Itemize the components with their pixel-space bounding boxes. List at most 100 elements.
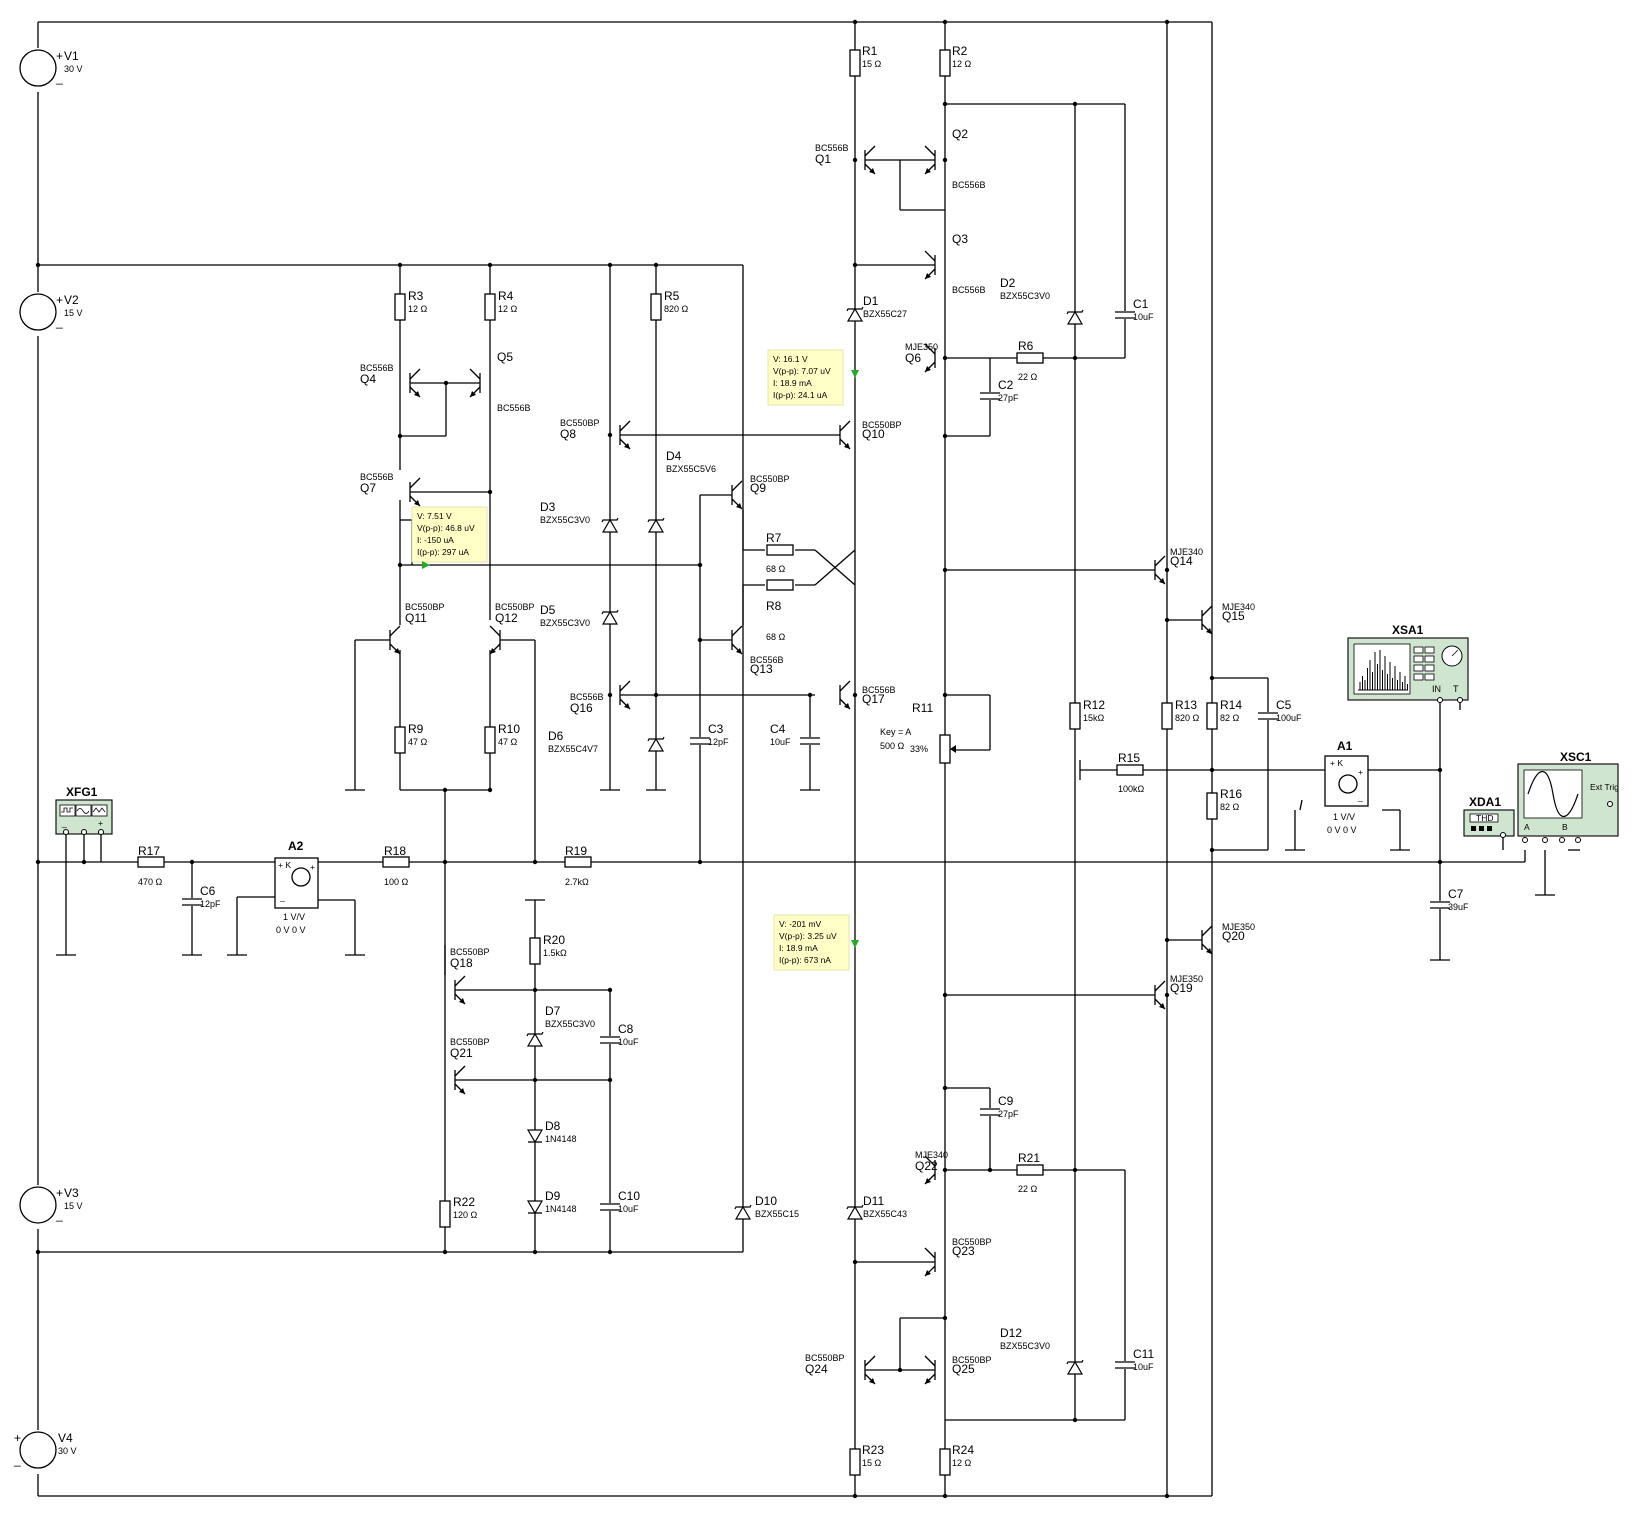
function-generator-xfg1[interactable]: XFG1 _ + bbox=[55, 785, 113, 835]
q14-value: MJE340 bbox=[1170, 547, 1203, 557]
amplifier-a1[interactable]: + K + _ A1 1 V/V 0 V 0 V bbox=[1324, 739, 1369, 835]
amplifier-a2[interactable]: + K + _ A2 1 V/V 0 V 0 V bbox=[274, 839, 319, 935]
c2-value: 27pF bbox=[998, 393, 1019, 403]
source-v2[interactable]: + V2 15 V _ bbox=[19, 292, 83, 336]
source-v1[interactable]: + V1 30 V _ bbox=[19, 48, 83, 92]
v3-label: V3 bbox=[64, 1186, 79, 1200]
c7-label: C7 bbox=[1448, 887, 1464, 901]
source-v3[interactable]: + V3 15 V _ bbox=[19, 1185, 83, 1229]
probe-2-line-1: V: 7.51 V bbox=[417, 511, 452, 521]
junction-dot bbox=[697, 637, 703, 643]
junction-dot bbox=[532, 859, 538, 865]
probe-1[interactable]: V: 16.1 V V(p-p): 7.07 uV I: 18.9 mA I(p… bbox=[767, 349, 859, 406]
q21-value: BC550BP bbox=[450, 1037, 490, 1047]
q5-label: Q5 bbox=[497, 350, 513, 364]
r20-value: 1.5kΩ bbox=[543, 948, 567, 958]
oscilloscope-xsc1[interactable]: XSC1 Ext Trig A B bbox=[1517, 750, 1619, 843]
probe-3[interactable]: V: -201 mV V(p-p): 3.25 uV I: 18.9 mA I(… bbox=[773, 914, 859, 971]
distortion-analyzer-xda1[interactable]: XDA1 THD bbox=[1463, 795, 1515, 838]
junction-dot bbox=[487, 262, 493, 268]
potentiometer-r11[interactable]: R11 Key = A 500 Ω 33% bbox=[880, 701, 956, 764]
probe-2[interactable]: V: 7.51 V V(p-p): 46.8 uV I: -150 uA I(p… bbox=[411, 506, 488, 569]
r6-label: R6 bbox=[1018, 339, 1034, 353]
c11-label: C11 bbox=[1133, 1347, 1154, 1361]
spectrum-analyzer-xsa1[interactable]: XSA1 IN T bbox=[1347, 623, 1469, 703]
q17-value: BC556B bbox=[862, 685, 896, 695]
source-v4[interactable]: + V4 30 V _ bbox=[13, 1430, 77, 1474]
a2-offset: 0 V 0 V bbox=[276, 925, 306, 935]
